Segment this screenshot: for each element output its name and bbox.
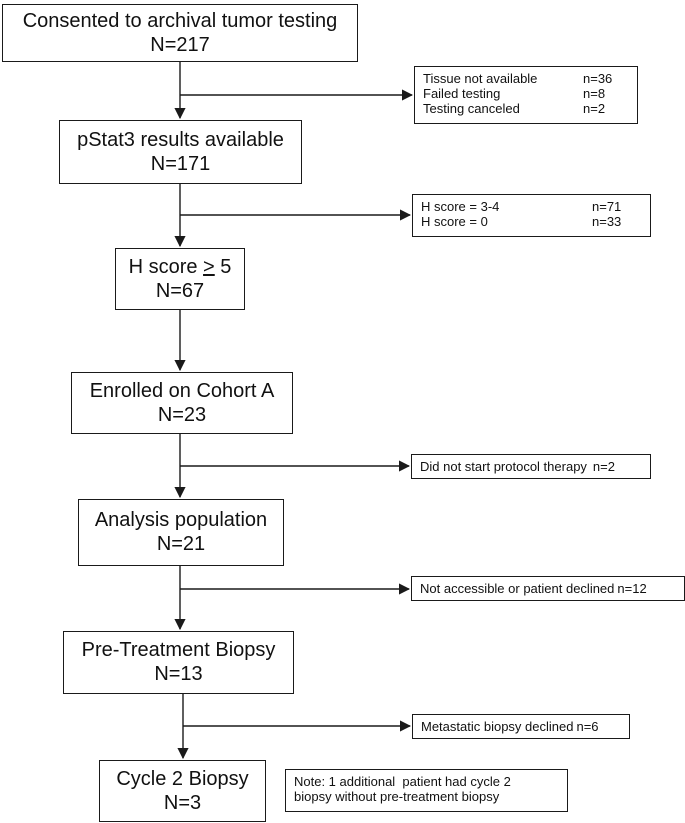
- box-pretreatment: Pre-Treatment Biopsy N=13: [63, 631, 294, 694]
- box-hscore-title: H score > 5: [116, 255, 244, 279]
- exclusion-row: Testing canceled n=2: [423, 101, 629, 116]
- box-hscore-symbol: >: [203, 256, 215, 278]
- note-box: Note: 1 additional patient had cycle 2 b…: [285, 769, 568, 812]
- box-exclusion-tissue: Tissue not available n=36 Failed testing…: [414, 66, 638, 124]
- exclusion-value: n=36: [583, 71, 613, 86]
- box-analysis-title: Analysis population: [94, 509, 268, 531]
- exclusion-label: Tissue not available: [423, 71, 538, 86]
- box-analysis: Analysis population N=21: [78, 499, 284, 566]
- exclusion-row: H score = 0 n=33: [421, 214, 642, 229]
- exclusion-label: Testing canceled: [423, 101, 520, 116]
- box-cycle2: Cycle 2 Biopsy N=3: [99, 760, 266, 822]
- box-pretreatment-count: N=13: [154, 663, 203, 685]
- exclusion-row: Tissue not available n=36: [423, 71, 629, 86]
- note-line-2: biopsy without pre-treatment biopsy: [294, 789, 500, 804]
- exclusion-value: n=33: [592, 214, 622, 229]
- box-hscore-count: N=67: [155, 280, 205, 302]
- exclusion-label: Failed testing: [423, 86, 501, 101]
- box-cycle2-count: N=3: [163, 792, 202, 814]
- exclusion-label: Did not start protocol therapy: [420, 459, 587, 474]
- box-consented: Consented to archival tumor testing N=21…: [2, 4, 358, 62]
- exclusion-value: n=12: [617, 581, 647, 596]
- box-consented-title: Consented to archival tumor testing: [22, 10, 338, 32]
- exclusion-label: Metastatic biopsy declined: [421, 719, 574, 734]
- box-enrolled-count: N=23: [157, 404, 207, 426]
- box-enrolled: Enrolled on Cohort A N=23: [71, 372, 293, 434]
- exclusion-value: n=2: [592, 459, 615, 474]
- box-pstat3: pStat3 results available N=171: [59, 120, 302, 184]
- exclusion-value: n=6: [576, 719, 599, 734]
- exclusion-label: Not accessible or patient declined: [420, 581, 615, 596]
- exclusion-value: n=8: [583, 86, 606, 101]
- exclusion-value: n=2: [583, 101, 606, 116]
- box-hscore-suffix: 5: [214, 256, 232, 278]
- box-analysis-count: N=21: [156, 533, 206, 555]
- exclusion-label: H score = 0: [421, 214, 488, 229]
- note-line-1: Note: 1 additional patient had cycle 2: [294, 774, 511, 789]
- box-hscore-prefix: H score: [128, 256, 204, 278]
- exclusion-value: n=71: [592, 199, 622, 214]
- box-exclusion-hscore: H score = 3-4 n=71 H score = 0 n=33: [412, 194, 651, 237]
- box-hscore: H score > 5 N=67: [115, 248, 245, 310]
- exclusion-row: Failed testing n=8: [423, 86, 629, 101]
- box-pstat3-count: N=171: [150, 153, 211, 175]
- box-enrolled-title: Enrolled on Cohort A: [89, 380, 275, 402]
- box-consented-count: N=217: [150, 34, 210, 56]
- box-pstat3-title: pStat3 results available: [77, 129, 284, 151]
- exclusion-row: H score = 3-4 n=71: [421, 199, 642, 214]
- box-pretreatment-title: Pre-Treatment Biopsy: [81, 639, 276, 661]
- box-cycle2-title: Cycle 2 Biopsy: [116, 768, 249, 790]
- box-exclusion-protocol: Did not start protocol therapy n=2: [411, 454, 651, 479]
- exclusion-label: H score = 3-4: [421, 199, 500, 214]
